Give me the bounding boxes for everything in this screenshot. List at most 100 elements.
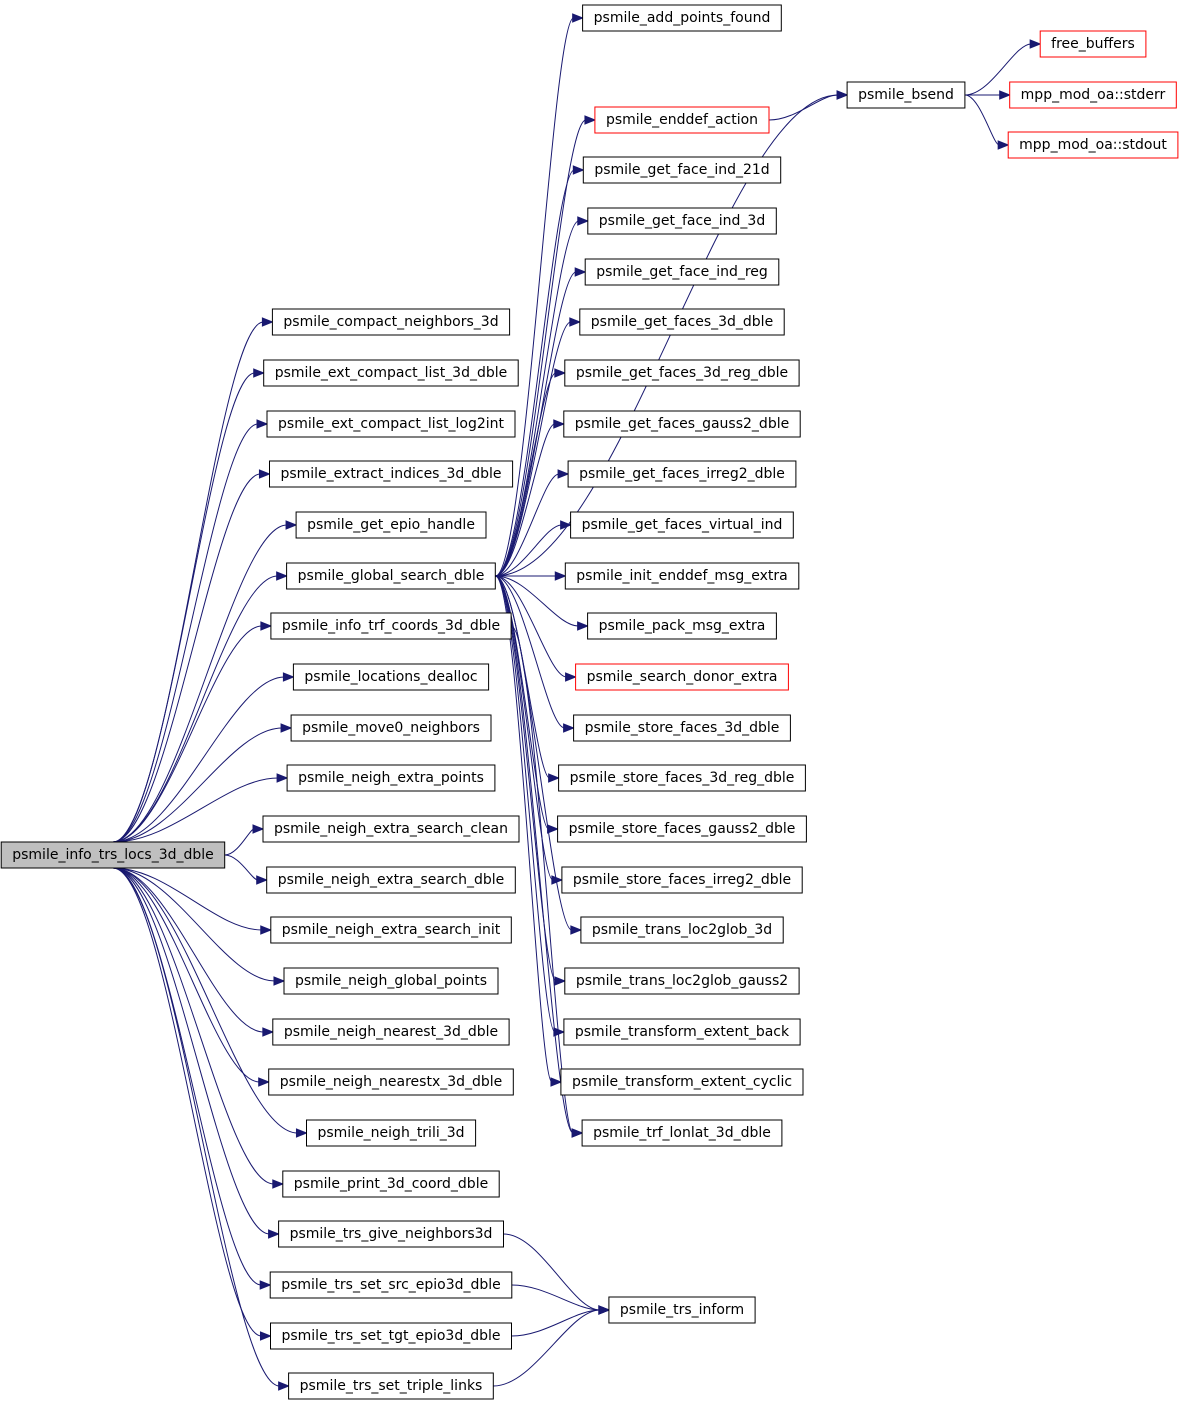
node-get-faces-gauss2-dble[interactable]: psmile_get_faces_gauss2_dble bbox=[563, 410, 801, 438]
node-info-trf-coords-3d-dble[interactable]: psmile_info_trf_coords_3d_dble bbox=[270, 612, 512, 640]
node-label: psmile_neigh_extra_search_clean bbox=[274, 821, 508, 837]
node-box bbox=[608, 1296, 756, 1324]
node-init-enddef-msg-extra[interactable]: psmile_init_enddef_msg_extra bbox=[564, 562, 800, 590]
node-label: psmile_neigh_nearestx_3d_dble bbox=[280, 1074, 503, 1090]
node-box bbox=[579, 308, 785, 336]
node-pack-msg-extra[interactable]: psmile_pack_msg_extra bbox=[587, 612, 777, 640]
node-label: mpp_mod_oa::stderr bbox=[1021, 87, 1166, 103]
edge-trs_give_neighbors3d-to-trs_inform bbox=[503, 1233, 600, 1311]
nodes-layer: psmile_info_trs_locs_3d_dble psmile_compa… bbox=[0, 4, 1179, 1400]
arrowhead-icon bbox=[256, 419, 269, 429]
edge-root-to-neigh_global_points bbox=[112, 867, 275, 982]
arrowhead-icon bbox=[563, 723, 575, 733]
node-extract-indices-3d-dble[interactable]: psmile_extract_indices_3d_dble bbox=[269, 460, 514, 488]
node-label: psmile_print_3d_coord_dble bbox=[294, 1176, 488, 1192]
arrowhead-icon bbox=[560, 520, 572, 530]
node-box bbox=[0, 841, 226, 869]
node-search-donor-extra[interactable]: psmile_search_donor_extra bbox=[575, 663, 789, 691]
node-neigh-nearestx-3d-dble[interactable]: psmile_neigh_nearestx_3d_dble bbox=[268, 1068, 514, 1096]
node-compact-neighbors-3d[interactable]: psmile_compact_neighbors_3d bbox=[271, 308, 511, 336]
node-box bbox=[269, 460, 514, 488]
node-bsend[interactable]: psmile_bsend bbox=[846, 81, 966, 109]
arrowhead-icon bbox=[260, 925, 273, 935]
node-label: psmile_info_trs_locs_3d_dble bbox=[12, 847, 214, 863]
node-global-search-dble[interactable]: psmile_global_search_dble bbox=[286, 562, 496, 590]
arrowhead-icon bbox=[280, 723, 293, 733]
node-box bbox=[594, 106, 770, 134]
node-box bbox=[1009, 81, 1177, 109]
edge-info_trf_coords_3d_dble-to-trf_lonlat_3d_dble bbox=[510, 625, 574, 1134]
node-box bbox=[286, 764, 496, 792]
node-add-points-found[interactable]: psmile_add_points_found bbox=[582, 4, 782, 32]
node-store-faces-irreg2-dble[interactable]: psmile_store_faces_irreg2_dble bbox=[561, 866, 803, 894]
node-neigh-extra-points[interactable]: psmile_neigh_extra_points bbox=[286, 764, 496, 792]
node-label: psmile_get_face_ind_reg bbox=[596, 264, 768, 280]
node-stdout[interactable]: mpp_mod_oa::stdout bbox=[1007, 131, 1179, 159]
node-label: psmile_info_trf_coords_3d_dble bbox=[282, 618, 500, 634]
node-label: psmile_get_face_ind_21d bbox=[594, 162, 769, 178]
node-neigh-extra-search-clean[interactable]: psmile_neigh_extra_search_clean bbox=[262, 815, 520, 843]
node-label: psmile_trs_set_src_epio3d_dble bbox=[281, 1277, 501, 1293]
arrowhead-icon bbox=[253, 368, 266, 378]
node-trs-give-neighbors3d[interactable]: psmile_trs_give_neighbors3d bbox=[278, 1220, 504, 1248]
node-box bbox=[292, 663, 490, 691]
node-transform-extent-cyclic[interactable]: psmile_transform_extent_cyclic bbox=[560, 1068, 804, 1096]
node-label: psmile_get_faces_irreg2_dble bbox=[579, 466, 785, 482]
node-box bbox=[587, 612, 777, 640]
node-move0-neighbors[interactable]: psmile_move0_neighbors bbox=[290, 714, 492, 742]
arrowhead-icon bbox=[577, 216, 590, 226]
node-neigh-trili-3d[interactable]: psmile_neigh_trili_3d bbox=[306, 1119, 477, 1147]
node-trs-set-tgt-epio3d-dble[interactable]: psmile_trs_set_tgt_epio3d_dble bbox=[270, 1322, 512, 1350]
node-box bbox=[587, 207, 777, 235]
node-print-3d-coord-dble[interactable]: psmile_print_3d_coord_dble bbox=[282, 1170, 500, 1198]
arrowhead-icon bbox=[554, 571, 567, 581]
node-neigh-extra-search-init[interactable]: psmile_neigh_extra_search_init bbox=[270, 916, 512, 944]
node-label: psmile_store_faces_irreg2_dble bbox=[573, 872, 791, 888]
edge-global_search_dble-to-store_faces_3d_dble bbox=[495, 575, 565, 729]
node-free-buffers[interactable]: free_buffers bbox=[1039, 30, 1147, 58]
node-neigh-nearest-3d-dble[interactable]: psmile_neigh_nearest_3d_dble bbox=[272, 1018, 510, 1046]
node-label: psmile_store_faces_3d_dble bbox=[585, 720, 780, 736]
node-get-faces-3d-dble[interactable]: psmile_get_faces_3d_dble bbox=[579, 308, 785, 336]
node-get-epio-handle[interactable]: psmile_get_epio_handle bbox=[295, 511, 487, 539]
node-trs-inform[interactable]: psmile_trs_inform bbox=[608, 1296, 756, 1324]
node-trs-set-src-epio3d-dble[interactable]: psmile_trs_set_src_epio3d_dble bbox=[269, 1271, 513, 1299]
node-trans-loc2glob-gauss2[interactable]: psmile_trans_loc2glob_gauss2 bbox=[564, 967, 800, 995]
node-get-faces-virtual-ind[interactable]: psmile_get_faces_virtual_ind bbox=[570, 511, 794, 539]
edge-root-to-compact_neighbors_3d bbox=[112, 321, 264, 843]
node-ext-compact-list-log2int[interactable]: psmile_ext_compact_list_log2int bbox=[266, 410, 516, 438]
node-ext-compact-list-3d-dble[interactable]: psmile_ext_compact_list_3d_dble bbox=[263, 359, 519, 387]
node-stderr[interactable]: mpp_mod_oa::stderr bbox=[1009, 81, 1177, 109]
node-neigh-global-points[interactable]: psmile_neigh_global_points bbox=[283, 967, 499, 995]
node-label: psmile_pack_msg_extra bbox=[599, 618, 766, 634]
node-root[interactable]: psmile_info_trs_locs_3d_dble bbox=[0, 841, 226, 869]
node-box bbox=[560, 1068, 804, 1096]
node-box bbox=[266, 410, 516, 438]
node-trs-set-triple-links[interactable]: psmile_trs_set_triple_links bbox=[288, 1372, 494, 1400]
node-get-face-ind-21d[interactable]: psmile_get_face_ind_21d bbox=[582, 156, 782, 184]
node-store-faces-3d-reg-dble[interactable]: psmile_store_faces_3d_reg_dble bbox=[558, 764, 806, 792]
node-transform-extent-back[interactable]: psmile_transform_extent_back bbox=[563, 1018, 801, 1046]
arrowhead-icon bbox=[273, 976, 286, 986]
node-get-face-ind-3d[interactable]: psmile_get_face_ind_3d bbox=[587, 207, 777, 235]
node-box bbox=[582, 4, 782, 32]
node-store-faces-3d-dble[interactable]: psmile_store_faces_3d_dble bbox=[573, 714, 791, 742]
node-locations-dealloc[interactable]: psmile_locations_dealloc bbox=[292, 663, 490, 691]
arrowhead-icon bbox=[997, 140, 1010, 150]
node-trans-loc2glob-3d[interactable]: psmile_trans_loc2glob_3d bbox=[580, 916, 784, 944]
edge-global_search_dble-to-pack_msg_extra bbox=[495, 575, 579, 627]
node-label: psmile_neigh_extra_search_init bbox=[282, 922, 501, 938]
node-get-faces-3d-reg-dble[interactable]: psmile_get_faces_3d_reg_dble bbox=[564, 359, 800, 387]
node-box bbox=[271, 308, 511, 336]
node-enddef-action[interactable]: psmile_enddef_action bbox=[594, 106, 770, 134]
node-get-faces-irreg2-dble[interactable]: psmile_get_faces_irreg2_dble bbox=[567, 460, 797, 488]
node-get-face-ind-reg[interactable]: psmile_get_face_ind_reg bbox=[584, 258, 780, 286]
node-label: psmile_search_donor_extra bbox=[587, 669, 778, 685]
node-label: psmile_trs_set_tgt_epio3d_dble bbox=[281, 1328, 500, 1344]
edge-root-to-neigh_extra_points bbox=[112, 777, 279, 843]
node-store-faces-gauss2-dble[interactable]: psmile_store_faces_gauss2_dble bbox=[557, 815, 807, 843]
node-trf-lonlat-3d-dble[interactable]: psmile_trf_lonlat_3d_dble bbox=[581, 1119, 783, 1147]
node-neigh-extra-search-dble[interactable]: psmile_neigh_extra_search_dble bbox=[266, 866, 516, 894]
node-label: psmile_enddef_action bbox=[606, 112, 758, 128]
arrowhead-icon bbox=[276, 773, 289, 783]
